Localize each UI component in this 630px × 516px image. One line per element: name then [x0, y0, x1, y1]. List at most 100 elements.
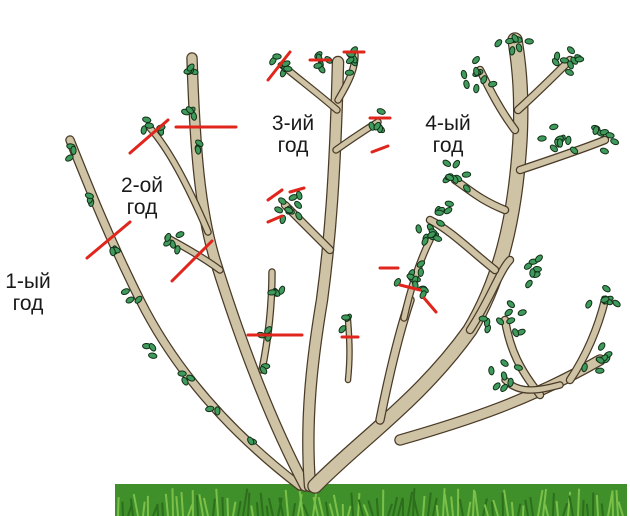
leaf: [596, 368, 605, 373]
grass-blade: [172, 488, 173, 516]
grass-ground: [115, 484, 627, 516]
leaf: [273, 54, 282, 60]
leaf: [509, 46, 515, 55]
grass-blade: [377, 498, 378, 516]
leaf: [538, 135, 547, 141]
leaf: [500, 358, 510, 367]
grass-blade: [492, 501, 493, 516]
branch-4: [262, 272, 272, 370]
branch-10: [348, 320, 350, 380]
grass-blade: [553, 493, 554, 516]
label-year-3-line1: 3-ий: [262, 113, 324, 135]
branch-0: [70, 140, 300, 486]
label-year-4-line1: 4-ый: [418, 113, 478, 135]
label-year-4-line2: год: [418, 135, 478, 157]
label-year-2-line1: 2-ой: [114, 175, 170, 197]
leaf: [175, 231, 185, 239]
label-year-3: 3-ий год: [262, 113, 324, 157]
grass-blade: [248, 493, 249, 516]
leaf: [473, 84, 479, 93]
leaf: [452, 159, 461, 169]
leaf: [597, 342, 606, 352]
leaf: [471, 55, 481, 65]
leaf: [178, 371, 187, 376]
leaf: [565, 68, 575, 76]
leaf: [584, 299, 593, 309]
leaf: [566, 45, 576, 55]
grass-blade: [612, 490, 613, 516]
leaf: [293, 200, 303, 210]
leaf: [288, 193, 298, 201]
leaf: [504, 308, 514, 317]
label-year-2-line2: год: [114, 197, 170, 219]
grass-blade: [473, 490, 474, 516]
leaf: [125, 296, 135, 305]
branches: [70, 40, 605, 486]
grass-blade: [583, 500, 584, 516]
leaf: [610, 138, 620, 146]
leaf: [415, 224, 422, 233]
label-year-1: 1-ый год: [2, 271, 54, 315]
branch-15: [430, 220, 495, 270]
leaf: [506, 299, 516, 308]
grass-blade: [118, 497, 119, 516]
leaf: [445, 200, 454, 207]
leaf: [575, 56, 584, 62]
leaf: [141, 126, 147, 135]
label-year-2: 2-ой год: [114, 175, 170, 219]
grass-blade: [512, 502, 513, 516]
grass-blade: [267, 506, 268, 516]
leaf: [494, 38, 503, 48]
grass-blade: [602, 503, 603, 516]
grass-blade: [227, 498, 228, 516]
leaf: [463, 80, 470, 89]
leaf: [508, 378, 514, 387]
leaf: [462, 172, 471, 178]
grass-blade: [578, 489, 579, 516]
grass-blade: [587, 504, 588, 516]
grass-blade: [437, 505, 438, 516]
leaf: [600, 147, 610, 155]
leaf: [433, 235, 443, 243]
grass-blade: [222, 497, 223, 516]
grass-blade: [257, 502, 258, 516]
cut-mark: [372, 146, 388, 152]
leaf: [342, 315, 350, 320]
leaf: [142, 116, 151, 123]
grass-blade: [162, 503, 163, 516]
label-year-1-line2: год: [2, 293, 54, 315]
label-year-1-line1: 1-ый: [2, 271, 54, 293]
leaf: [71, 146, 77, 155]
leaf: [148, 352, 157, 359]
cut-mark: [424, 298, 436, 312]
leaf: [488, 366, 494, 375]
leaf: [524, 279, 533, 289]
leaf: [517, 309, 527, 317]
leaf: [121, 288, 131, 296]
grass-blade: [597, 495, 598, 516]
branch-outline-0: [70, 140, 300, 486]
grass-blade: [157, 504, 158, 516]
label-year-3-line2: год: [262, 135, 324, 157]
label-year-4: 4-ый год: [418, 113, 478, 157]
grass-blade: [197, 495, 198, 516]
leaf: [418, 268, 424, 277]
cut-mark: [290, 188, 304, 192]
leaf: [345, 70, 354, 76]
leaf: [479, 316, 488, 322]
leaf: [215, 407, 220, 415]
grass-blade: [122, 502, 123, 516]
leaf: [565, 136, 571, 145]
leaf: [530, 269, 535, 278]
leaf: [278, 285, 286, 295]
leaf: [376, 108, 386, 116]
leaf: [435, 210, 443, 215]
branch-16: [455, 180, 505, 210]
leaf: [549, 123, 558, 130]
leaf: [557, 139, 563, 148]
leaf: [601, 284, 611, 293]
leaf: [442, 159, 452, 168]
leaf: [525, 39, 534, 45]
